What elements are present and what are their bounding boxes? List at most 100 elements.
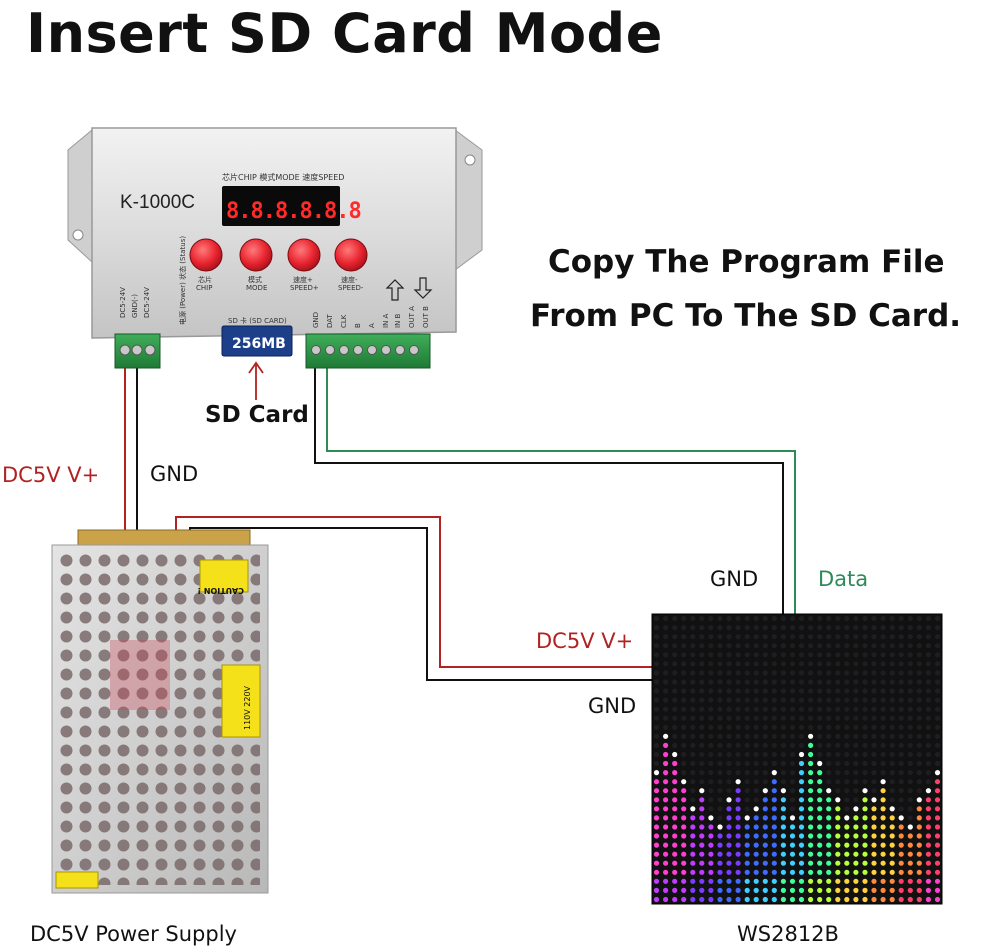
led-dot <box>862 869 868 875</box>
led-dot <box>726 679 732 685</box>
led-dot <box>717 851 723 857</box>
led-dot <box>925 860 932 866</box>
led-dot <box>916 697 922 703</box>
led-dot <box>880 860 886 866</box>
led-dot <box>726 824 732 830</box>
mode-button[interactable] <box>239 238 273 272</box>
led-dot <box>853 643 859 649</box>
led-dot <box>925 661 932 667</box>
led-dot <box>934 869 941 875</box>
led-dot <box>699 779 705 785</box>
chip-button[interactable] <box>189 238 223 272</box>
led-dot <box>744 652 750 658</box>
led-dot <box>708 833 714 839</box>
led-dot <box>744 878 750 884</box>
led-dot <box>789 833 796 839</box>
led-dot <box>925 878 932 884</box>
led-dot <box>753 788 759 794</box>
sd-card[interactable] <box>221 325 293 357</box>
led-dot <box>862 643 868 649</box>
led-dot <box>835 652 841 658</box>
led-dot <box>672 697 678 703</box>
led-dot <box>835 733 841 739</box>
led-dot <box>880 779 886 785</box>
led-dot <box>817 770 823 776</box>
led-dot <box>925 869 932 875</box>
led-dot <box>934 751 941 758</box>
led-dot <box>907 661 913 667</box>
led-dot <box>762 715 768 721</box>
led-dot <box>889 815 895 821</box>
instruction-line-1: Copy The Program File <box>548 244 945 280</box>
speed-minus-button[interactable] <box>334 238 368 272</box>
led-dot <box>753 715 759 721</box>
display-header: 芯片CHIP 模式MODE 速度SPEED <box>222 172 344 182</box>
led-dot <box>717 670 723 676</box>
led-dot <box>744 806 750 812</box>
led-dot <box>835 824 841 830</box>
terminal-label-2: GND(-) <box>131 294 139 318</box>
led-dot <box>699 715 705 721</box>
led-dot <box>817 679 823 685</box>
led-dot <box>735 887 741 894</box>
led-dot <box>780 679 787 685</box>
led-dot <box>889 615 895 622</box>
led-dot <box>789 742 796 749</box>
led-dot <box>817 652 823 658</box>
led-dot <box>780 697 787 703</box>
led-dot <box>744 860 750 866</box>
led-dot <box>771 806 777 812</box>
led-dot <box>717 706 723 712</box>
led-dot <box>907 860 913 866</box>
led-dot <box>735 625 741 631</box>
led-dot <box>898 779 904 785</box>
led-dot <box>889 779 895 785</box>
led-dot <box>907 869 913 875</box>
led-dot <box>753 860 759 866</box>
led-dot <box>889 733 895 739</box>
led-dot <box>871 815 877 821</box>
led-dot <box>808 724 814 730</box>
term-out-b: OUT B <box>422 306 430 328</box>
led-dot <box>817 851 823 857</box>
led-dot <box>663 851 669 857</box>
led-dot <box>862 842 868 848</box>
led-dot <box>717 797 723 803</box>
led-dot <box>735 779 741 785</box>
led-dot <box>934 733 941 739</box>
led-dot <box>726 851 732 857</box>
led-dot <box>871 887 877 894</box>
led-dot <box>771 788 777 794</box>
led-dot <box>880 742 886 749</box>
speed-plus-button[interactable] <box>287 238 321 272</box>
led-dot <box>817 697 823 703</box>
led-dot <box>934 860 941 866</box>
led-dot <box>871 770 877 776</box>
led-dot <box>853 751 859 758</box>
led-dot <box>744 643 750 649</box>
led-dot <box>699 733 705 739</box>
led-dot <box>663 724 669 730</box>
led-dot <box>835 661 841 667</box>
led-dot <box>681 634 687 640</box>
led-dot <box>798 779 805 785</box>
led-dot <box>726 878 732 884</box>
led-dot <box>880 679 886 685</box>
led-dot <box>653 833 660 839</box>
led-dot <box>708 815 714 821</box>
led-dot <box>744 679 750 685</box>
led-dot <box>817 788 823 794</box>
led-dot <box>726 806 732 812</box>
led-dot <box>699 742 705 749</box>
led-dot <box>798 742 805 749</box>
led-dot <box>672 806 678 812</box>
led-dot <box>817 634 823 640</box>
led-dot <box>798 797 805 803</box>
led-dot <box>780 670 787 676</box>
chip-button-en: CHIP <box>196 284 212 292</box>
led-dot <box>907 824 913 830</box>
led-dot <box>889 688 895 694</box>
led-dot <box>663 679 669 685</box>
led-dot <box>808 742 814 749</box>
led-dot <box>826 770 832 776</box>
